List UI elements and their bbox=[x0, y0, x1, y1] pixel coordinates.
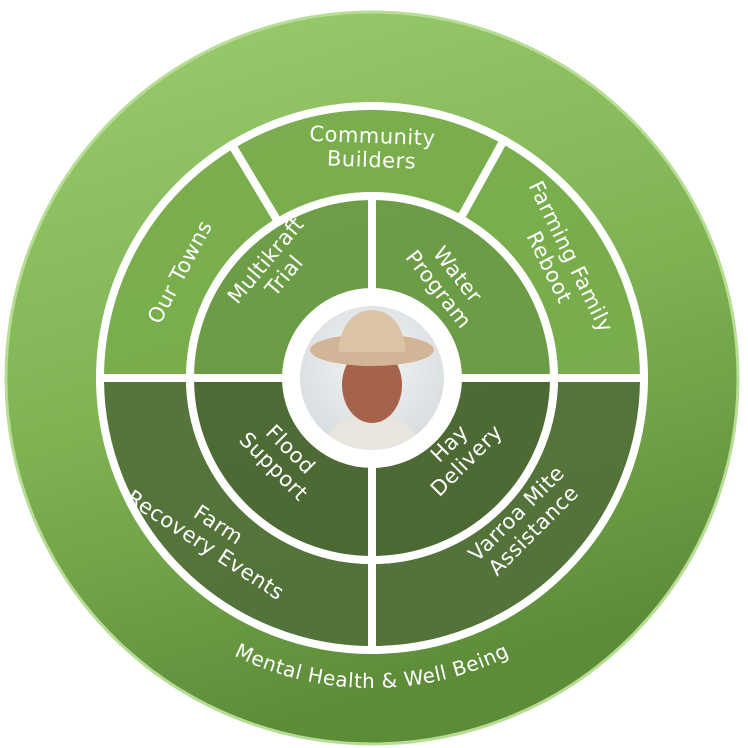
outer-ring-border bbox=[4, 10, 740, 746]
community-builders-label: CommunityBuilders bbox=[308, 122, 436, 174]
community-builders-label-line: Community bbox=[309, 122, 436, 150]
community-builders-label-line: Builders bbox=[327, 146, 417, 173]
farmer-portrait bbox=[300, 306, 444, 450]
